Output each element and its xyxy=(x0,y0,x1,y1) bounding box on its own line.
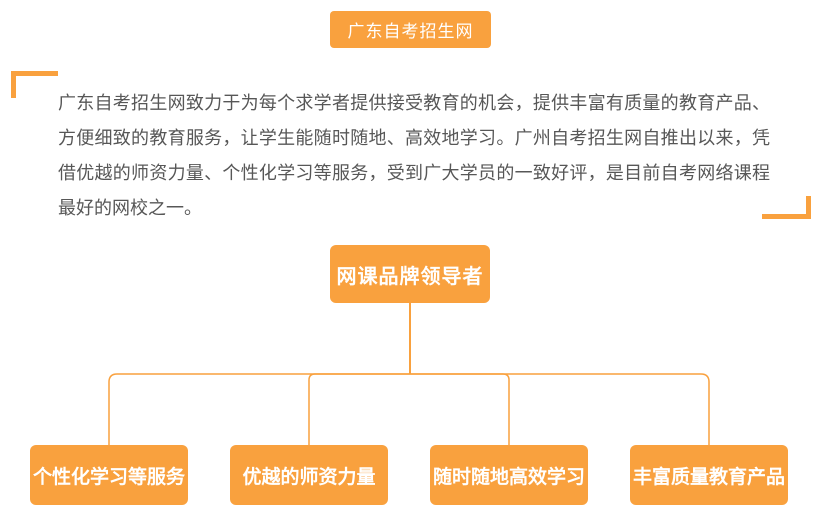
tree-leaf-faculty-strength: 优越的师资力量 xyxy=(230,445,388,505)
corner-bracket-bottom-right-icon xyxy=(762,196,811,219)
tree-leaf-quality-products: 丰富质量教育产品 xyxy=(630,445,788,505)
corner-bracket-top-left-icon xyxy=(11,71,58,98)
intro-paragraph: 广东自考招生网致力于为每个求学者提供接受教育的机会，提供丰富有质量的教育产品、方… xyxy=(58,93,770,218)
tree-leaf-personalized-learning: 个性化学习等服务 xyxy=(30,445,188,505)
tree-root-node: 网课品牌领导者 xyxy=(330,245,490,303)
tree-leaf-learn-anywhere: 随时随地高效学习 xyxy=(430,445,588,505)
site-title-badge: 广东自考招生网 xyxy=(330,11,491,48)
